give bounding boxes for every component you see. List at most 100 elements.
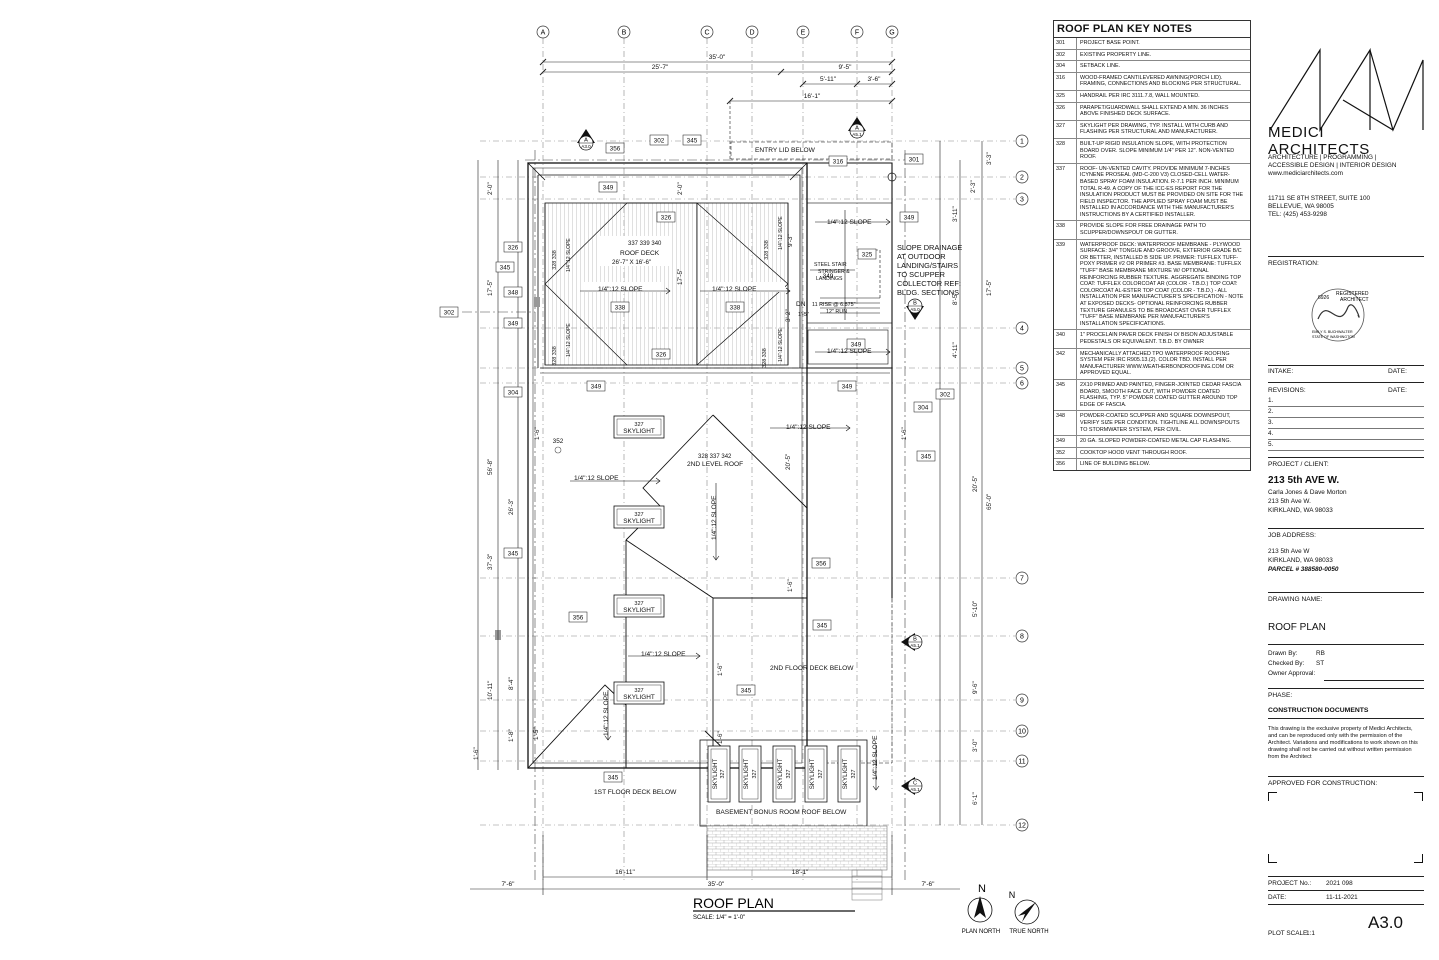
firm-phone: TEL: (425) 453-9298 [1268,211,1327,218]
grid-row-3: 3 [1020,197,1024,204]
label-basement-roof: BASEMENT BONUS ROOM ROOF BELOW [716,809,847,816]
job-address-label: JOB ADDRESS: [1268,532,1317,539]
drawing-title-block: ROOF PLAN SCALE: 1/4" = 1'-0" [693,895,855,921]
label-slope-3: 1/4":12 SLOPE [827,219,872,226]
dim-bottom-overall: 35'-0" [708,881,725,888]
callout-352: 352 [553,438,564,445]
grid-col-d: D [749,30,754,37]
roof-deck [544,202,789,366]
phase-value: CONSTRUCTION DOCUMENTS [1268,707,1369,714]
dim-right-c: 3'-11" [952,206,959,222]
callout-345-right: 345 [921,454,932,461]
callout-349-top: 349 [603,185,614,192]
key-note-text: SETBACK LINE. [1080,63,1121,70]
dim-bottom-left-setback: 7'-6" [502,881,516,888]
revision-row: 3. [1268,418,1424,429]
intake-date-label: DATE: [1388,368,1407,375]
firm-address-2: BELLEVUE, WA 98005 [1268,203,1334,210]
dim-inner-a: 1'-6" [901,427,908,440]
side-dimension-text: 2'-0" 17'-5" 56'-8" 26'-3" 37'-3" 10'-11… [473,152,993,805]
key-note-text: 2X10 PRIMED AND PAINTED, FINGER-JOINTED … [1080,381,1242,408]
parapet [527,162,808,368]
callout-345-deck: 345 [741,688,752,695]
dim-deck-a-inner: 2'-0" [677,182,684,195]
callout-302-right: 302 [940,392,951,399]
grid-row-4: 4 [1020,326,1024,333]
key-note-text: PARAPET/GUARDWALL SHALL EXTEND A MIN. 36… [1080,104,1229,118]
skylight-label-9: SKYLIGHT [842,758,849,789]
key-note-text: HANDRAIL PER IRC 3111.7.8, WALL MOUNTED. [1080,92,1200,99]
north-letter: N [978,883,986,895]
grid-row-9: 9 [1020,698,1024,705]
callout-328-338-c: 328 338 [764,240,770,260]
key-note-text: 20 GA. SLOPED POWDER-COATED METAL CAP FL… [1080,438,1232,445]
firm-services-1: ARCHITECTURE | PROGRAMMING | [1268,154,1377,161]
callout-349-lower-right: 349 [842,384,853,391]
label-steel-stair-1: STEEL STAIR [814,262,847,268]
grid-column-bubbles: A B C D E F G [536,25,899,39]
dim-right-b: 2'-3" [970,180,977,193]
dim-right-g: 20'-5" [972,476,979,492]
dim-left-b: 17'-5" [487,280,494,296]
dim-top-right: 9'-5" [839,64,853,71]
label-drain-2: AT OUTDOOR [897,252,946,261]
key-note-code: 340 [1054,330,1077,348]
job-line-2: KIRKLAND, WA 98033 [1268,557,1333,564]
callout-302-left: 302 [444,310,455,317]
skylight-label-4: SKYLIGHT [623,694,655,701]
skylight-code-9: 327 [851,770,857,779]
top-dimensions: 35'-0" 25'-7" 9'-5" 5'-11" 3'-6" 16'-1" [539,54,896,160]
stamp-number: 6926 [1318,295,1329,301]
label-2nd-floor-deck: 2ND FLOOR DECK BELOW [770,665,854,672]
firm-address-1: 11711 SE 8TH STREET, SUITE 100 [1268,195,1371,202]
label-slope-7: 1/4":12 SLOPE [641,651,686,658]
grid-rows [480,140,1015,826]
skylight-code-7: 327 [786,770,792,779]
grid-row-6: 6 [1020,381,1024,388]
revisions-list: 1.2.3.4.5. [1268,396,1424,451]
key-note-code: 326 [1054,102,1077,120]
callout-326-left: 326 [508,245,519,252]
dim-inner-205: 20'-5" [785,454,792,470]
dim-top-left: 25'-7" [652,64,669,71]
dim-deck-d: 3'-2" [785,309,792,322]
dim-right-j: 9'-6" [972,681,979,694]
callout-348: 348 [508,290,519,297]
section-b-letter: B [913,301,917,307]
grid-col-e: E [801,30,806,37]
owner-approval-label: Owner Approval: [1268,670,1316,677]
label-roof-deck: ROOF DECK [620,250,660,257]
grid-row-1: 1 [1020,139,1024,146]
grid-col-b: B [622,30,627,37]
label-slope-small-3: 1/4":12 SLOPE [778,216,784,250]
dim-left-f: 10'-11" [487,681,494,700]
dim-right-e: 17'-5" [986,280,993,296]
callout-345-lower: 345 [817,623,828,630]
callout-345-mid-left: 345 [508,551,519,558]
dim-top-entry: 16'-1" [804,93,821,100]
skylight-code-1: 327 [634,422,643,428]
plan-north-arrow-icon [974,896,986,918]
callout-349-lower-left: 349 [591,384,602,391]
callout-338-left: 338 [615,305,626,312]
intake-label: INTAKE: [1268,368,1294,375]
callout-345-top: 345 [687,138,698,145]
key-note-code: 338 [1054,221,1077,239]
grid-row-11: 11 [1018,759,1025,766]
plan-labels: ENTRY LID BELOW 337 339 340 ROOF DECK 26… [566,147,962,816]
phase-label: PHASE: [1268,692,1293,699]
callout-349-stair-inner: 349 [823,273,834,280]
grid-col-c: C [704,30,709,37]
grid-row-12: 12 [1018,823,1026,830]
key-note-text: MECHANICALLY ATTACHED TPO WATERPROOF ROO… [1080,350,1234,377]
date-value-label: DATE: [1268,894,1287,901]
key-note-text: EXISTING PROPERTY LINE. [1080,51,1152,58]
